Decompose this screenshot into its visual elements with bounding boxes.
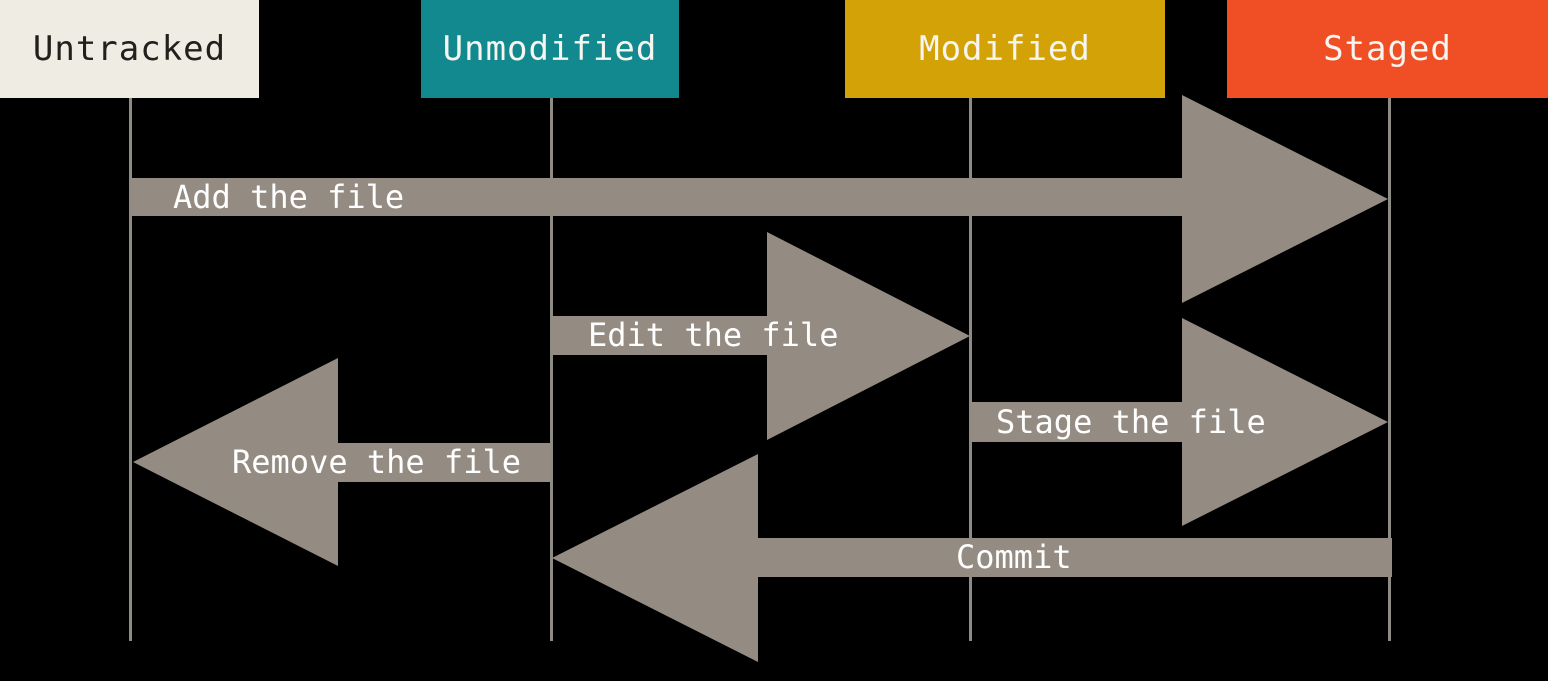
state-box-modified: Modified (845, 0, 1165, 98)
arrow-shaft-add-the-file (130, 178, 1182, 216)
arrow-shaft-stage-the-file (970, 402, 1182, 442)
arrow-label-edit-the-file: Edit the file (588, 316, 839, 354)
arrow-label-stage-the-file: Stage the file (996, 403, 1266, 441)
arrow-label-add-the-file: Add the file (173, 178, 405, 216)
arrow-head-remove-the-file (133, 358, 338, 566)
lifeline-unmodified (550, 98, 553, 641)
arrow-shaft-remove-the-file (338, 443, 551, 482)
arrow-shaft-edit-the-file (551, 316, 767, 355)
arrow-label-commit: Commit (956, 538, 1072, 576)
lifeline-modified (969, 98, 972, 641)
arrow-shaft-commit (758, 538, 1392, 577)
lifeline-staged (1388, 98, 1391, 641)
state-box-unmodified: Unmodified (421, 0, 679, 98)
state-label-untracked: Untracked (32, 29, 227, 69)
arrow-label-remove-the-file: Remove the file (232, 443, 521, 481)
arrow-head-add-the-file (1182, 95, 1388, 303)
arrow-head-stage-the-file (1182, 318, 1388, 526)
state-label-unmodified: Unmodified (442, 29, 658, 69)
arrow-head-edit-the-file (767, 232, 970, 440)
state-label-modified: Modified (919, 29, 1091, 69)
state-box-untracked: Untracked (0, 0, 259, 98)
state-label-staged: Staged (1323, 29, 1452, 69)
arrow-head-commit (552, 454, 758, 662)
lifeline-untracked (129, 98, 132, 641)
state-box-staged: Staged (1227, 0, 1548, 98)
